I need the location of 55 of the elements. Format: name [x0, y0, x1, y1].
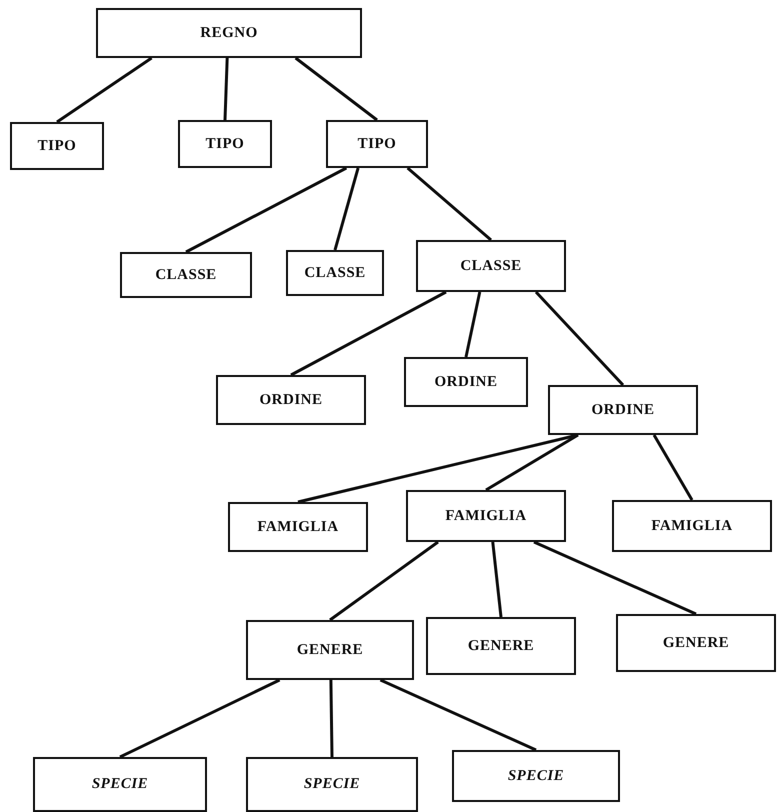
rank-label: TIPO — [206, 136, 244, 152]
taxon-box — [216, 375, 366, 425]
connector-line — [290, 290, 447, 376]
taxon-box — [612, 500, 772, 552]
taxon-box — [616, 614, 776, 672]
rank-label: ORDINE — [591, 402, 654, 418]
rank-label: CLASSE — [304, 264, 366, 282]
rank-label: GENERE — [296, 642, 364, 658]
rank-label: CLASSE — [460, 258, 522, 274]
connector-line — [119, 678, 280, 758]
connector-line — [294, 56, 378, 122]
rank-label: TIPO — [38, 138, 76, 154]
rank-label: SPECIE — [508, 768, 564, 784]
connector-line — [485, 434, 579, 492]
rank-label: FAMIGLIA — [651, 518, 733, 534]
connector-line — [56, 56, 152, 124]
rank-label: FAMIGLIA — [445, 508, 527, 524]
connector-line — [464, 292, 482, 358]
taxon-box — [10, 122, 104, 170]
taxon-box — [426, 617, 576, 675]
taxon-box — [96, 8, 362, 58]
connector-line — [491, 542, 502, 618]
taxon-box — [178, 120, 272, 168]
rank-label: REGNO — [200, 24, 258, 42]
rank-label: GENERE — [468, 638, 534, 654]
connector-line — [185, 166, 348, 254]
taxon-box — [228, 502, 368, 552]
rank-label: SPECIE — [304, 776, 360, 793]
rank-label: FAMIGLIA — [257, 518, 339, 536]
connector-line — [380, 678, 537, 752]
rank-label: GENERE — [662, 634, 730, 652]
rank-label: ORDINE — [434, 374, 498, 390]
connector-line — [534, 290, 624, 386]
taxon-box — [246, 757, 418, 812]
connector-line — [334, 168, 360, 250]
taxon-box — [404, 357, 528, 407]
connector-line — [224, 58, 229, 120]
taxon-box — [452, 750, 620, 802]
taxon-box — [120, 252, 252, 298]
taxon-box — [548, 385, 698, 435]
connector-line — [329, 540, 439, 622]
connector-line — [406, 166, 492, 242]
taxon-box — [246, 620, 414, 680]
connector-line — [533, 540, 697, 616]
rank-label: CLASSE — [155, 266, 217, 284]
taxon-box — [416, 240, 566, 292]
taxon-box — [286, 250, 384, 296]
rank-label: ORDINE — [259, 392, 322, 408]
rank-label: SPECIE — [92, 776, 148, 793]
taxon-box — [33, 757, 207, 812]
connector-line — [329, 680, 334, 758]
taxon-box — [326, 120, 428, 168]
rank-label: TIPO — [358, 136, 396, 152]
connector-line — [652, 434, 694, 501]
taxon-box — [406, 490, 566, 542]
